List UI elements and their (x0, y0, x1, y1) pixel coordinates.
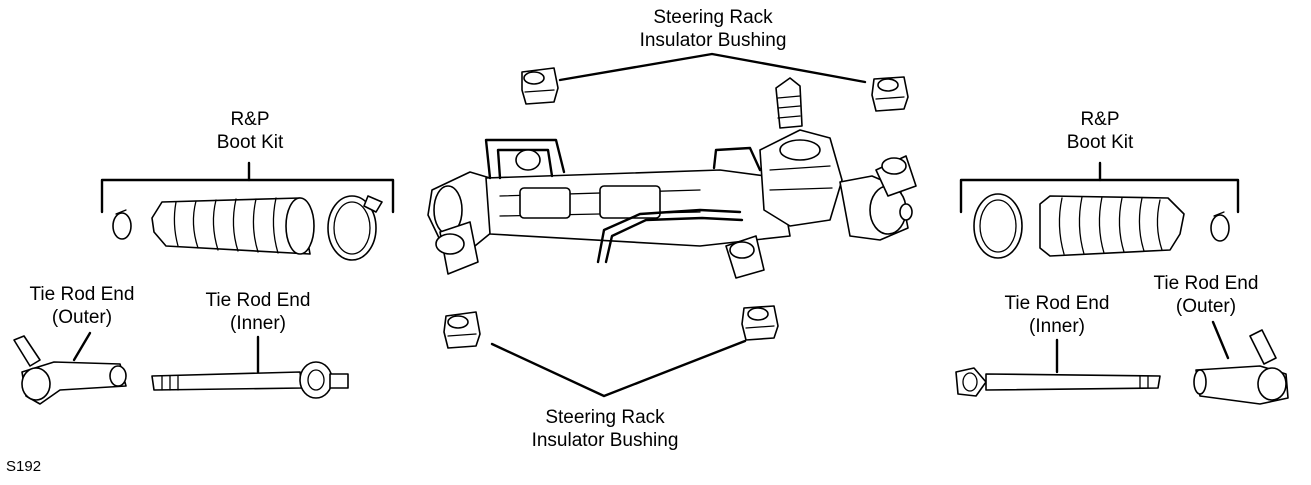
boot-kit-right (973, 193, 1230, 259)
bushing-bottom-left (443, 311, 481, 349)
tie-rod-outer-right (1193, 329, 1289, 405)
leader-tie-rod-outer-left (72, 331, 92, 362)
boot-kit-left (112, 195, 383, 261)
label-line: Boot Kit (1066, 132, 1134, 153)
leader-top-bushing (558, 52, 867, 84)
label-tie-rod-outer-left: Tie Rod End (Outer) (22, 283, 142, 329)
tie-rod-inner-right (955, 367, 1161, 397)
bushing-top-right (871, 76, 909, 112)
label-line: Tie Rod End (1004, 293, 1110, 314)
bracket-boot-kit-left (100, 161, 395, 214)
label-line: Tie Rod End (1153, 273, 1259, 294)
label-line: R&P (230, 109, 270, 130)
bushing-bottom-right (741, 305, 779, 341)
bracket-boot-kit-right (959, 161, 1240, 214)
label-line: (Outer) (1175, 296, 1237, 317)
steering-rack-assembly (427, 77, 917, 279)
label-line: Insulator Bushing (639, 30, 787, 51)
tie-rod-outer-left (13, 335, 127, 405)
label-line: (Inner) (1029, 316, 1085, 337)
label-line: Tie Rod End (205, 290, 311, 311)
label-boot-kit-left: R&P Boot Kit (200, 108, 300, 154)
label-tie-rod-inner-left: Tie Rod End (Inner) (198, 289, 318, 335)
label-boot-kit-right: R&P Boot Kit (1050, 108, 1150, 154)
leader-tie-rod-outer-right (1211, 320, 1230, 360)
figure-code: S192 (6, 458, 42, 475)
label-line: Steering Rack (653, 7, 773, 28)
label-steering-rack-bushing-top: Steering Rack Insulator Bushing (628, 6, 798, 52)
label-line: Insulator Bushing (531, 430, 679, 451)
tie-rod-inner-left (151, 361, 349, 399)
label-steering-rack-bushing-bottom: Steering Rack Insulator Bushing (520, 406, 690, 452)
leader-bottom-bushing (490, 339, 747, 398)
label-tie-rod-inner-right: Tie Rod End (Inner) (997, 292, 1117, 338)
label-line: Tie Rod End (29, 284, 135, 305)
label-line: R&P (1080, 109, 1120, 130)
label-line: (Outer) (51, 307, 113, 328)
label-line: (Inner) (230, 313, 286, 334)
label-line: Boot Kit (216, 132, 284, 153)
label-line: Steering Rack (545, 407, 665, 428)
bushing-top-left (521, 67, 559, 105)
label-tie-rod-outer-right: Tie Rod End (Outer) (1146, 272, 1266, 318)
